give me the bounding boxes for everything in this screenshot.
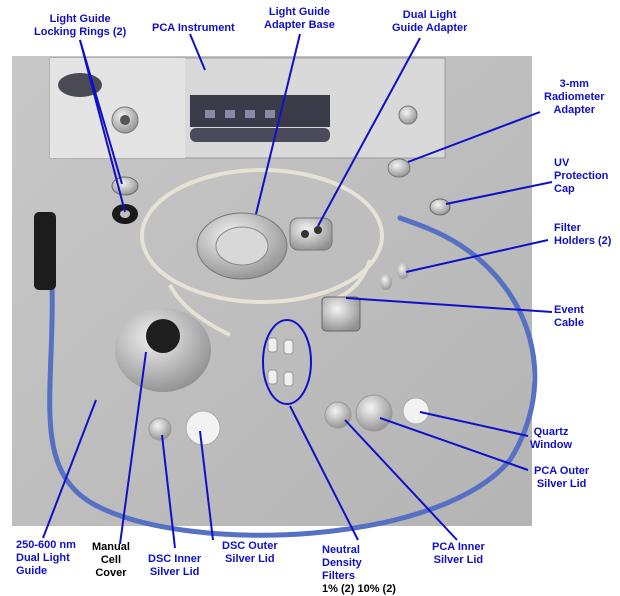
label-line: Adapter xyxy=(553,104,596,116)
label-line: Light Guide xyxy=(268,6,331,18)
nd-filter-counts: 1% (2) 10% (2) xyxy=(322,583,396,595)
filter-holders xyxy=(380,263,409,290)
label-line: Silver Lid xyxy=(225,553,275,565)
label-pca-inner: PCA Inner Silver Lid xyxy=(432,541,485,567)
label-pca-instrument: PCA Instrument xyxy=(152,22,235,35)
label-line: Guide Adapter xyxy=(392,22,468,34)
instrument-side-port xyxy=(398,105,418,125)
radiometer-adapter xyxy=(387,158,411,178)
light-guide-handle xyxy=(34,212,56,290)
label-line: Holders (2) xyxy=(554,235,612,247)
label-line: Neutral xyxy=(322,544,360,556)
label-cell-cover: Manual Cell Cover xyxy=(92,541,130,580)
label-line: Light Guide xyxy=(49,13,111,25)
label-line: Dual Light xyxy=(402,9,457,21)
label-locking-rings: Light Guide Locking Rings (2) xyxy=(34,13,126,39)
label-line: Dual Light xyxy=(16,552,70,564)
label-line: Silver Lid xyxy=(433,554,484,566)
nd-filter-highlight xyxy=(262,319,312,405)
lids xyxy=(148,394,430,446)
label-line: Manual xyxy=(92,541,130,553)
label-dsc-inner: DSC Inner Silver Lid xyxy=(148,553,201,579)
label-line: Protection xyxy=(554,170,609,182)
label-line: Cable xyxy=(554,317,584,329)
label-event-cable: Event Cable xyxy=(554,304,584,330)
label-line: Silver Lid xyxy=(536,478,587,490)
label-line: Quartz xyxy=(533,426,569,438)
label-line: PCA Inner xyxy=(432,541,485,553)
label-line: Event xyxy=(554,304,584,316)
label-line: Filters xyxy=(322,570,356,582)
dual-adapter xyxy=(289,217,333,251)
label-line: DSC Outer xyxy=(222,540,278,552)
uv-cap xyxy=(429,198,451,216)
label-line: Density xyxy=(322,557,362,569)
label-radiometer-adapter: 3-mm Radiometer Adapter xyxy=(544,78,605,117)
label-uv-cap: UV Protection Cap xyxy=(554,157,608,196)
label-line: Locking Rings (2) xyxy=(34,26,127,38)
label-line: DSC Inner xyxy=(148,553,202,565)
label-line: Guide xyxy=(16,565,48,577)
label-line: Radiometer xyxy=(544,91,605,103)
label-line: 3-mm xyxy=(559,78,589,90)
label-line: Window xyxy=(530,439,573,451)
label-line: Silver Lid xyxy=(149,566,200,578)
label-line: Cap xyxy=(554,183,575,195)
label-dsc-outer: DSC Outer Silver Lid xyxy=(222,540,278,566)
label-filter-holders: Filter Holders (2) xyxy=(554,222,611,248)
label-pca-outer: PCA Outer Silver Lid xyxy=(534,465,589,491)
label-dual-adapter: Dual Light Guide Adapter xyxy=(392,9,467,35)
label-light-guide: 250-600 nm Dual Light Guide xyxy=(16,539,76,578)
cell-cover xyxy=(115,308,211,392)
adapter-base xyxy=(196,212,288,280)
label-line: UV xyxy=(554,157,570,169)
event-connector xyxy=(321,296,361,332)
label-line: PCA Outer xyxy=(534,465,590,477)
label-line: PCA Instrument xyxy=(152,22,235,34)
label-line: Adapter Base xyxy=(264,19,335,31)
label-nd-filters: Neutral Density Filters 1% (2) 10% (2) xyxy=(322,544,396,596)
label-adapter-base: Light Guide Adapter Base xyxy=(264,6,335,32)
nd-filters xyxy=(267,337,294,387)
label-line: Filter xyxy=(554,222,581,234)
label-line: Cover xyxy=(95,567,127,579)
label-line: Cell xyxy=(100,554,122,566)
leader-lines xyxy=(42,33,553,549)
label-quartz-window: Quartz Window xyxy=(530,426,572,452)
label-line: 250-600 nm xyxy=(16,539,76,551)
